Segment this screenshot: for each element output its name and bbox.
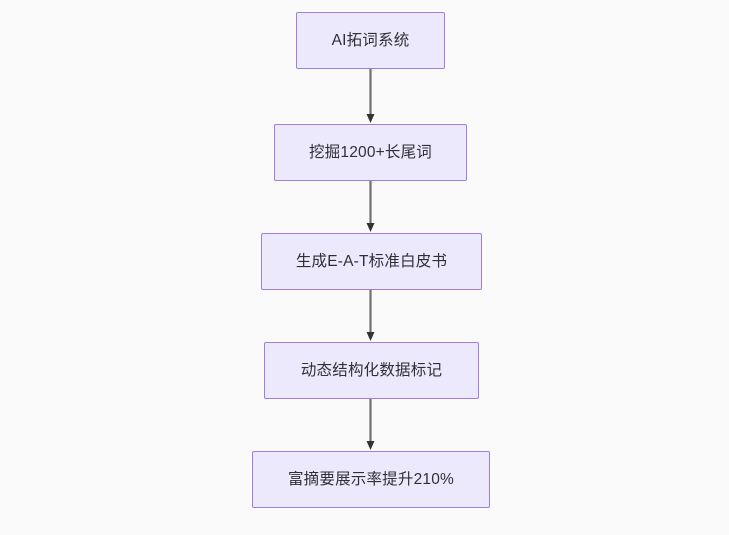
- flow-node-mine-longtail-keywords[interactable]: 挖掘1200+长尾词: [274, 124, 467, 181]
- flow-node-generate-eat-whitepaper[interactable]: 生成E-A-T标准白皮书: [261, 233, 482, 290]
- flow-node-dynamic-structured-data-markup[interactable]: 动态结构化数据标记: [264, 342, 479, 399]
- flow-node-label: AI拓词系统: [331, 31, 410, 49]
- flow-node-label: 动态结构化数据标记: [300, 361, 443, 379]
- flow-node-label: 生成E-A-T标准白皮书: [295, 252, 448, 270]
- flow-node-label: 挖掘1200+长尾词: [308, 143, 433, 161]
- flow-node-label: 富摘要展示率提升210%: [287, 470, 455, 488]
- flow-node-rich-snippet-rate-increase[interactable]: 富摘要展示率提升210%: [252, 451, 490, 508]
- flow-node-ai-keyword-system[interactable]: AI拓词系统: [296, 12, 445, 69]
